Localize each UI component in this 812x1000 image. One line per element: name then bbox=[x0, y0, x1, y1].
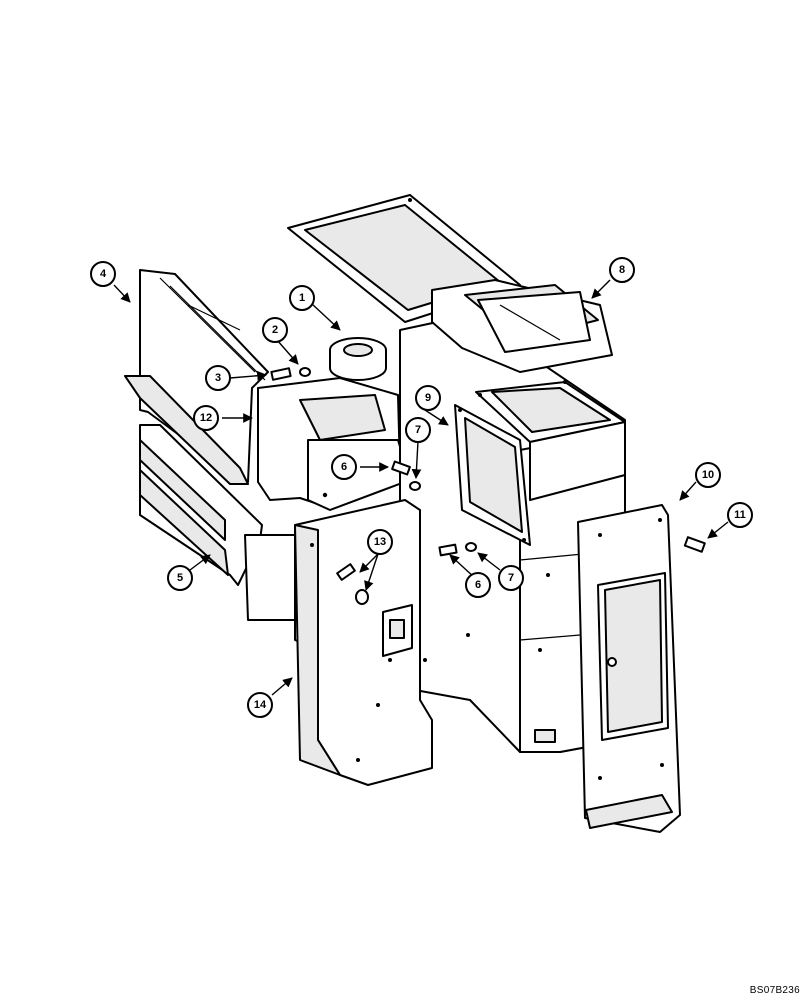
callout-12: 12 bbox=[193, 405, 219, 431]
part-access-cover bbox=[454, 404, 531, 546]
callout-label: 2 bbox=[272, 324, 278, 336]
callout-13: 13 bbox=[367, 529, 393, 555]
part-rear-side-panel bbox=[124, 269, 269, 485]
callout-circle bbox=[289, 285, 315, 311]
callout-label: 3 bbox=[215, 372, 221, 384]
part-lower-side-panel bbox=[139, 424, 303, 621]
callout-circle bbox=[90, 261, 116, 287]
part-right-side-panel bbox=[577, 504, 681, 833]
part-duct-shroud bbox=[257, 377, 411, 511]
part-duct-collar bbox=[329, 337, 387, 381]
callout-6a: 6 bbox=[331, 454, 357, 480]
callout-label: 5 bbox=[177, 572, 183, 584]
part-vent-box bbox=[431, 279, 613, 373]
callout-circle bbox=[367, 529, 393, 555]
callout-10: 10 bbox=[695, 462, 721, 488]
callout-4: 4 bbox=[90, 261, 116, 287]
callout-circle bbox=[727, 502, 753, 528]
callout-8: 8 bbox=[609, 257, 635, 283]
callout-circle bbox=[415, 385, 441, 411]
callout-6b: 6 bbox=[465, 572, 491, 598]
callout-label: 9 bbox=[425, 392, 431, 404]
callout-label: 7 bbox=[415, 424, 421, 436]
callout-7b: 7 bbox=[498, 565, 524, 591]
callout-11: 11 bbox=[727, 502, 753, 528]
part-front-console-panel bbox=[294, 499, 433, 786]
callout-5: 5 bbox=[167, 565, 193, 591]
callout-label: 4 bbox=[100, 268, 107, 280]
callout-label: 8 bbox=[619, 264, 625, 276]
callout-circle bbox=[205, 365, 231, 391]
drawing-code: BS07B236 bbox=[749, 985, 800, 996]
callout-circle bbox=[465, 572, 491, 598]
callout-circle bbox=[193, 405, 219, 431]
callout-label: 10 bbox=[702, 469, 714, 481]
callout-label: 13 bbox=[374, 536, 386, 548]
callout-circle bbox=[247, 692, 273, 718]
callout-circle bbox=[405, 417, 431, 443]
callout-1: 1 bbox=[289, 285, 315, 311]
callout-label: 7 bbox=[508, 572, 514, 584]
callout-circle bbox=[695, 462, 721, 488]
callout-7a: 7 bbox=[405, 417, 431, 443]
callout-circle bbox=[262, 317, 288, 343]
part-inner-duct bbox=[475, 380, 626, 501]
callout-circle bbox=[167, 565, 193, 591]
callout-2: 2 bbox=[262, 317, 288, 343]
callout-label: 11 bbox=[734, 509, 746, 521]
part-hardware bbox=[270, 367, 706, 605]
callout-14: 14 bbox=[247, 692, 273, 718]
callout-9: 9 bbox=[415, 385, 441, 411]
callout-label: 6 bbox=[475, 579, 481, 591]
callout-circle bbox=[331, 454, 357, 480]
callout-label: 12 bbox=[200, 412, 212, 424]
callout-label: 14 bbox=[254, 699, 267, 711]
callout-circle bbox=[498, 565, 524, 591]
callout-label: 1 bbox=[299, 292, 305, 304]
callout-circle bbox=[609, 257, 635, 283]
leader-lines bbox=[113, 279, 729, 696]
callout-3: 3 bbox=[205, 365, 231, 391]
callout-label: 6 bbox=[341, 461, 347, 473]
